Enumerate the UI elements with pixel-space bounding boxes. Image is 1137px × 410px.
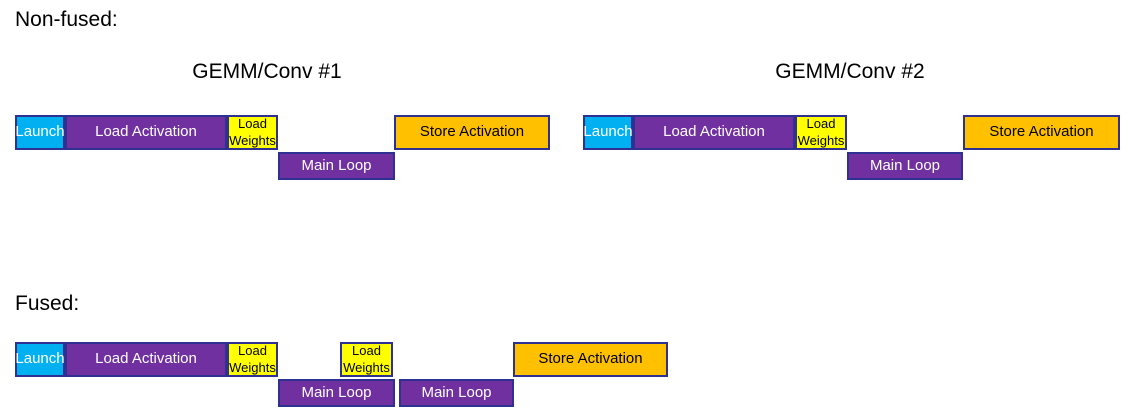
fused-heading: Fused: [15,292,80,315]
group2-title: GEMM/Conv #2 [775,60,925,83]
fused-main-loop-2-block: Main Loop [399,379,514,407]
non-fused-heading: Non-fused: [15,8,118,31]
fused-launch-block: Launch [15,342,65,377]
fused-main-loop-1-block: Main Loop [278,379,395,407]
fused-load-weights-2-block: Load Weights [340,342,393,377]
fused-store-activation-block: Store Activation [513,342,668,377]
group2-launch-block: Launch [583,115,633,150]
group1-store-activation-block: Store Activation [394,115,550,150]
group1-load-weights-block: Load Weights [227,115,278,150]
group2-load-weights-block: Load Weights [795,115,847,150]
group2-load-activation-block: Load Activation [633,115,795,150]
group1-main-loop-block: Main Loop [278,152,395,180]
group2-main-loop-block: Main Loop [847,152,963,180]
group1-title: GEMM/Conv #1 [192,60,342,83]
group1-load-activation-block: Load Activation [65,115,227,150]
fused-load-activation-block: Load Activation [65,342,227,377]
fused-load-weights-1-block: Load Weights [227,342,278,377]
group2-store-activation-block: Store Activation [963,115,1120,150]
group1-launch-block: Launch [15,115,65,150]
